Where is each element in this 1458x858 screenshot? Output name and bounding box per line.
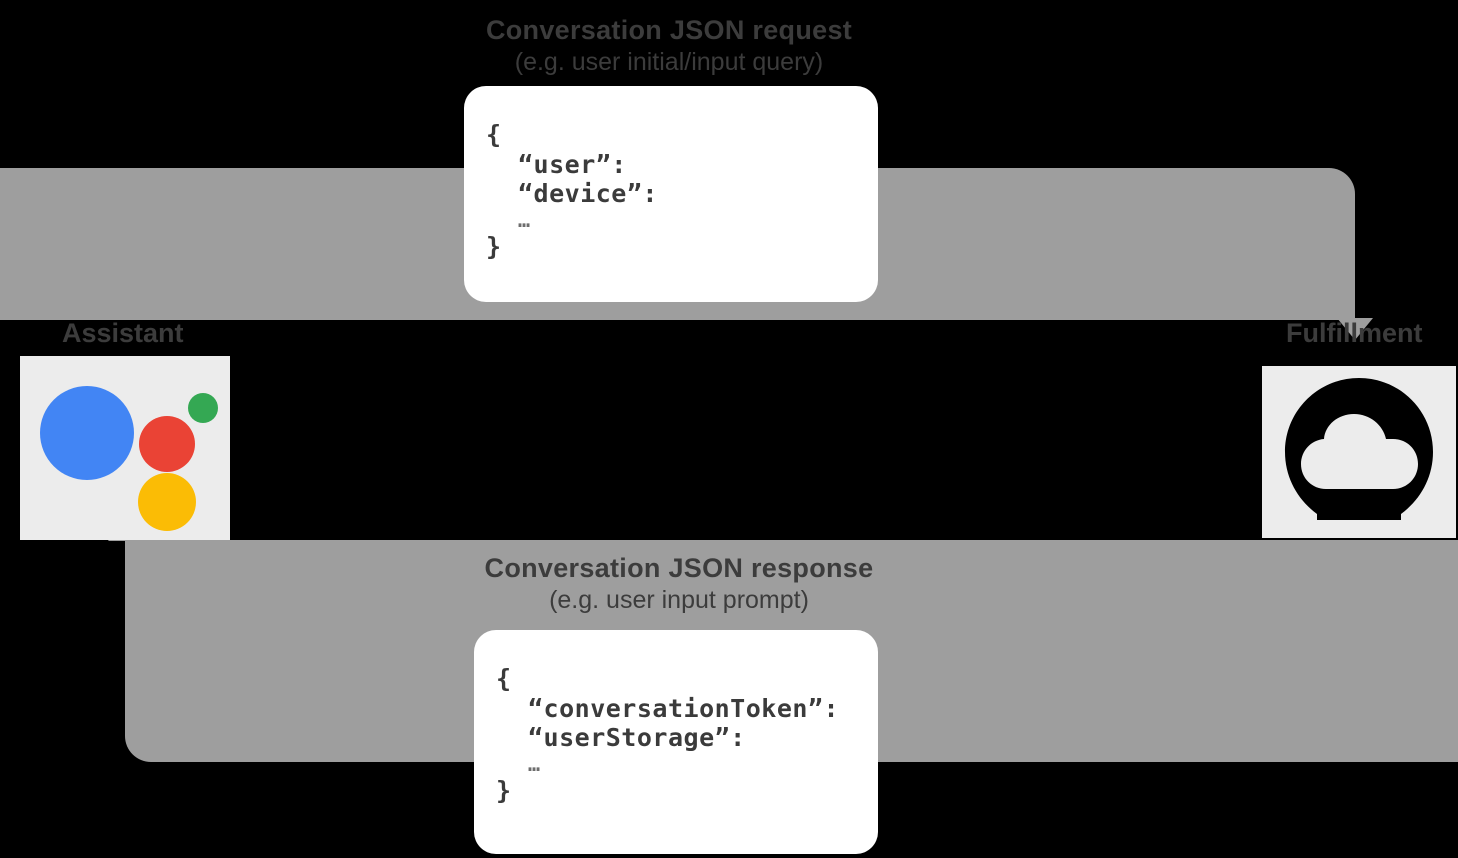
response-flow-title: Conversation JSON response — [484, 553, 874, 583]
response-json-close-brace: } — [496, 776, 512, 806]
request-json-key-device: “device”: — [518, 179, 658, 208]
request-arrowhead-icon — [1337, 318, 1373, 340]
google-assistant-icon — [20, 356, 230, 540]
assistant-node-label: Assistant — [62, 318, 184, 348]
response-flow-label: Conversation JSON response (e.g. user in… — [389, 552, 969, 615]
response-json-key-user-storage: “userStorage”: — [528, 723, 746, 752]
request-flow-subtitle: (e.g. user initial/input query) — [514, 47, 824, 76]
response-json-card: { “conversationToken”: “userStorage”: … … — [474, 630, 878, 854]
fulfillment-node-label: Fulfillment — [1286, 318, 1423, 348]
response-json-ellipsis: … — [528, 751, 541, 776]
request-flow-label: Conversation JSON request (e.g. user ini… — [379, 14, 959, 77]
response-json-open-brace: { — [496, 664, 512, 693]
request-json-open-brace: { — [486, 120, 502, 149]
google-assistant-yellow-dot-icon — [138, 473, 196, 531]
request-json-ellipsis: … — [518, 207, 531, 232]
assistant-node-tile — [20, 356, 230, 540]
cloud-icon — [1285, 378, 1433, 520]
response-json-key-conversation-token: “conversationToken”: — [528, 693, 840, 723]
fulfillment-node-tile — [1262, 366, 1456, 538]
request-json-card: { “user”: “device”: … } — [464, 86, 878, 302]
response-flow-subtitle: (e.g. user input prompt) — [549, 585, 809, 614]
google-assistant-green-dot-icon — [188, 393, 218, 423]
request-flow-title: Conversation JSON request — [485, 15, 853, 45]
google-assistant-red-dot-icon — [139, 416, 195, 472]
request-json-key-user: “user”: — [518, 149, 627, 179]
request-json-close-brace: } — [486, 232, 502, 262]
google-assistant-blue-dot-icon — [40, 386, 134, 480]
